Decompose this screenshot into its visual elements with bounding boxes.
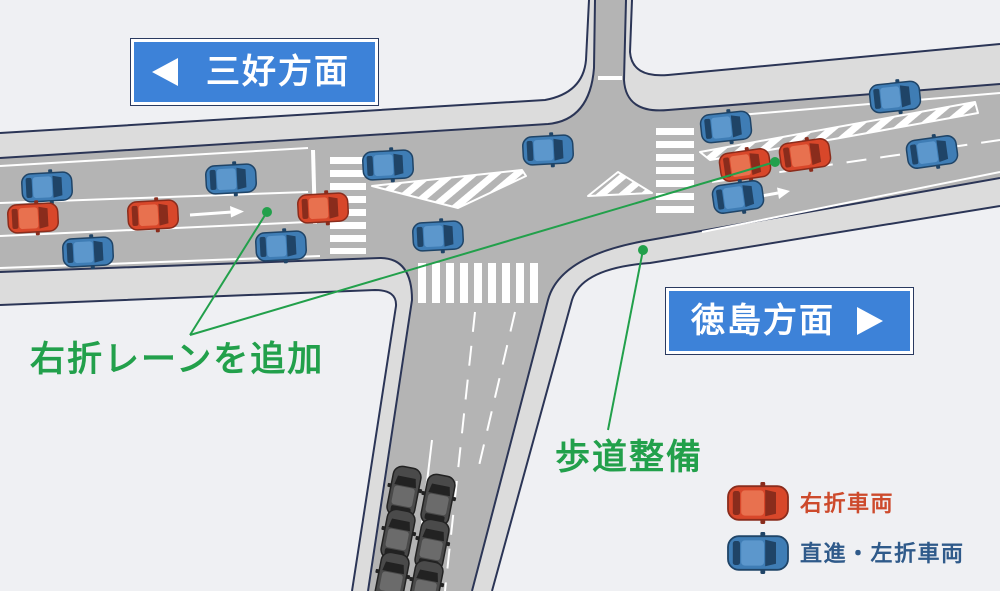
sign-west-label: 三好方面 xyxy=(206,52,350,92)
car-queued xyxy=(386,465,423,519)
car-through xyxy=(412,218,464,254)
car-through xyxy=(868,79,922,115)
annotation-dot xyxy=(770,157,780,167)
car-through xyxy=(21,169,73,205)
car-right-turn xyxy=(727,482,789,524)
car-right-turn xyxy=(778,136,832,172)
car-through xyxy=(727,532,789,574)
road-arrow-west-icon xyxy=(189,206,244,218)
car-through xyxy=(699,109,753,145)
arrow-left-icon xyxy=(152,58,178,86)
direction-sign-east: 徳島方面 xyxy=(665,287,914,355)
hatched-zone-east-median xyxy=(699,101,979,161)
sidewalk-southwest xyxy=(0,258,412,591)
car-through xyxy=(255,228,307,264)
crosswalk-south xyxy=(418,263,538,303)
annotation-sidewalk: 歩道整備 xyxy=(555,438,704,478)
legend-through-label: 直進・左折車両 xyxy=(800,542,965,567)
annotation-dot xyxy=(638,245,648,255)
car-through xyxy=(711,178,765,214)
direction-sign-west: 三好方面 xyxy=(130,38,379,106)
car-through xyxy=(205,161,257,197)
annotation-dot xyxy=(262,207,272,217)
hatched-zone-chevron xyxy=(587,171,653,197)
sidewalk-northwest xyxy=(0,0,595,158)
car-through xyxy=(522,132,574,168)
car-right-turn xyxy=(127,197,179,233)
annotation-right-turn-leaders xyxy=(189,157,780,336)
car-through xyxy=(62,234,114,270)
car-queued xyxy=(420,473,457,527)
vehicles xyxy=(7,79,959,591)
annotation-right-turn-lane: 右折レーンを追加 xyxy=(30,340,325,380)
hatched-zone-center xyxy=(371,169,527,209)
crosswalk-east xyxy=(656,128,694,213)
car-queued xyxy=(414,518,451,572)
car-right-turn xyxy=(297,190,349,226)
annotation-sidewalk-leader xyxy=(607,245,648,431)
car-through xyxy=(905,133,959,169)
car-right-turn xyxy=(7,200,59,236)
legend-right-turn-car-icon xyxy=(727,482,789,524)
sign-east-label: 徳島方面 xyxy=(691,301,835,341)
legend-right-turn-label: 右折車両 xyxy=(800,492,895,517)
car-queued xyxy=(408,559,445,591)
car-through xyxy=(362,147,414,183)
legend-through-car-icon xyxy=(727,532,789,574)
arrow-right-icon xyxy=(857,307,883,335)
